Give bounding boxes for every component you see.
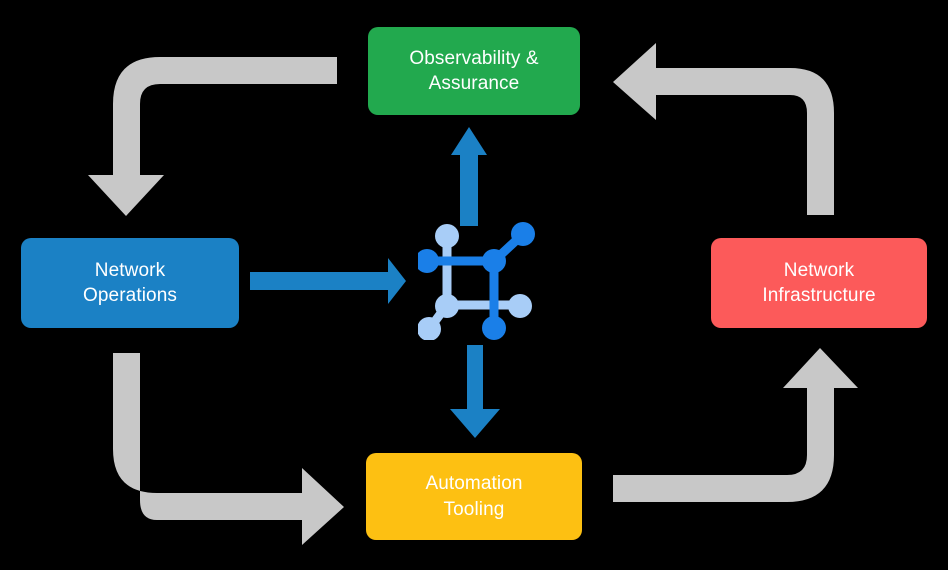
gray-arrow-operations-to-automation: [113, 353, 344, 545]
node-automation-tooling[interactable]: Automation Tooling: [366, 453, 582, 540]
gray-arrow-infrastructure-to-observability: [613, 43, 834, 215]
gray-arrow-observability-to-operations: [88, 57, 337, 216]
network-topology-icon: [418, 222, 535, 340]
blue-arrow-hub-to-automation: [450, 345, 500, 438]
node-network-operations[interactable]: Network Operations: [21, 238, 239, 328]
network-icon-dark-nodes: [418, 222, 535, 340]
blue-arrow-operations-to-hub: [250, 258, 406, 304]
network-icon-light-nodes: [418, 224, 532, 340]
node-observability-assurance[interactable]: Observability & Assurance: [368, 27, 580, 115]
blue-arrow-hub-to-observability: [451, 127, 487, 226]
node-network-infrastructure[interactable]: Network Infrastructure: [711, 238, 927, 328]
gray-arrow-automation-to-infrastructure: [613, 348, 858, 502]
